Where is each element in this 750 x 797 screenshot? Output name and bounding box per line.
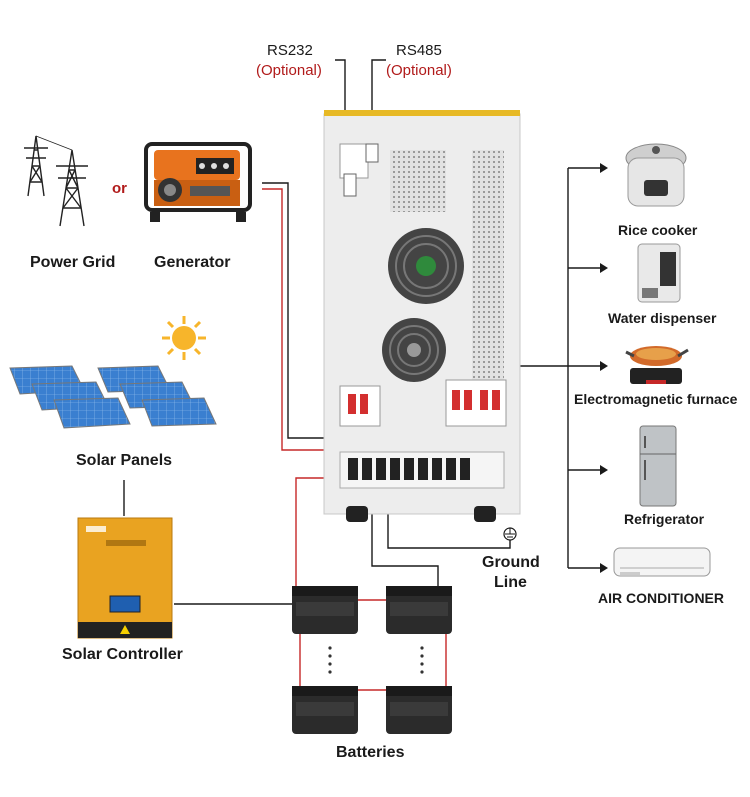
rs485-label: RS485 — [396, 42, 442, 59]
ground-symbol-icon — [503, 527, 517, 541]
ground-line-label-1: Ground — [482, 554, 540, 571]
water-dispenser-icon — [637, 243, 681, 303]
cooling-fan-small — [382, 318, 446, 382]
rs232-label: RS232 — [267, 42, 313, 59]
load-label-air-conditioner: AIR CONDITIONER — [598, 590, 724, 606]
power-grid-label: Power Grid — [30, 254, 116, 271]
generator-label: Generator — [154, 254, 231, 271]
arrow-ac — [600, 563, 608, 573]
battery-4 — [386, 686, 452, 734]
arrow-rice — [600, 163, 608, 173]
breaker-left — [339, 385, 381, 427]
inverter-cabinet — [323, 110, 521, 522]
solar-controller-label: Solar Controller — [62, 646, 183, 663]
battery-ellipsis-right — [420, 646, 424, 674]
power-grid-icon — [24, 135, 88, 227]
air-conditioner-icon — [613, 547, 711, 577]
cooling-fan-large — [388, 228, 464, 304]
battery-wire-black — [371, 480, 439, 588]
load-label-water-dispenser: Water dispenser — [608, 310, 717, 326]
solar-panels-label: Solar Panels — [76, 452, 173, 469]
ground-line-label-2: Line — [494, 574, 527, 591]
sun-icon — [162, 316, 206, 360]
electromagnetic-furnace-icon — [625, 346, 689, 384]
refrigerator-icon — [639, 425, 677, 507]
generator-icon — [144, 142, 252, 222]
or-label: or — [112, 180, 127, 197]
battery-3 — [292, 686, 358, 734]
arrow-furnace — [600, 361, 608, 371]
rs485-optional-label: (Optional) — [386, 62, 452, 79]
battery-ellipsis-left — [328, 646, 332, 674]
battery-1 — [292, 586, 358, 634]
solar-panels-icon — [9, 365, 217, 429]
batteries-label: Batteries — [336, 744, 405, 761]
breaker-right — [445, 379, 507, 427]
solar-controller-icon — [77, 517, 173, 639]
arrow-water — [600, 263, 608, 273]
load-label-rice-cooker: Rice cooker — [618, 222, 698, 238]
arrow-fridge — [600, 465, 608, 475]
rice-cooker-icon — [625, 143, 687, 207]
load-label-refrigerator: Refrigerator — [624, 511, 705, 527]
load-label-electromagnetic-furnace: Electromagnetic furnace — [574, 391, 738, 407]
rs232-optional-label: (Optional) — [256, 62, 322, 79]
battery-bank-icon — [292, 586, 452, 734]
battery-2 — [386, 586, 452, 634]
